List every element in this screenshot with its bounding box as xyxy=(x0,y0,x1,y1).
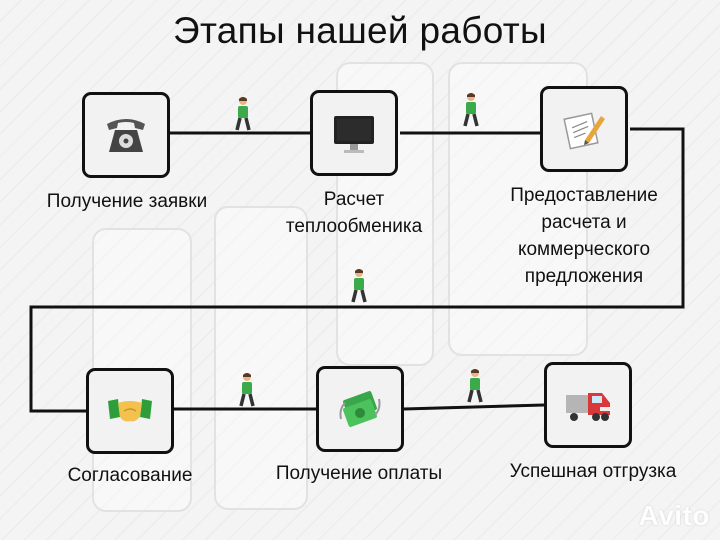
truck-icon xyxy=(566,393,610,421)
background-plate xyxy=(214,206,308,510)
telephone-icon xyxy=(107,119,145,152)
walking-person-icon xyxy=(235,97,251,131)
step-label-request: Получение заявки xyxy=(46,191,208,212)
document-pen-icon xyxy=(563,112,605,150)
step-label-agreement: Согласование xyxy=(67,465,193,486)
step-box-shipment xyxy=(544,362,632,448)
avito-watermark: Avito xyxy=(638,500,710,531)
step-label-calculation: Расчет теплообменика xyxy=(285,189,423,237)
step-box-request xyxy=(82,92,170,178)
step-label-payment: Получение оплаты xyxy=(275,463,443,484)
walking-person-icon xyxy=(239,373,255,407)
walking-person-icon xyxy=(351,269,367,303)
walking-person-icon xyxy=(463,93,479,127)
walking-person-icon xyxy=(467,369,483,403)
monitor-icon xyxy=(334,116,374,153)
handshake-icon xyxy=(108,399,152,422)
step-box-agreement xyxy=(86,368,174,454)
step-label-shipment: Успешная отгрузка xyxy=(509,461,677,482)
step-box-calculation xyxy=(310,90,398,176)
step-box-offer xyxy=(540,86,628,172)
money-icon xyxy=(339,391,381,427)
page-title: Этапы нашей работы xyxy=(173,10,547,51)
step-box-payment xyxy=(316,366,404,452)
step-label-offer: Предоставление расчета и коммерческого п… xyxy=(510,185,658,287)
